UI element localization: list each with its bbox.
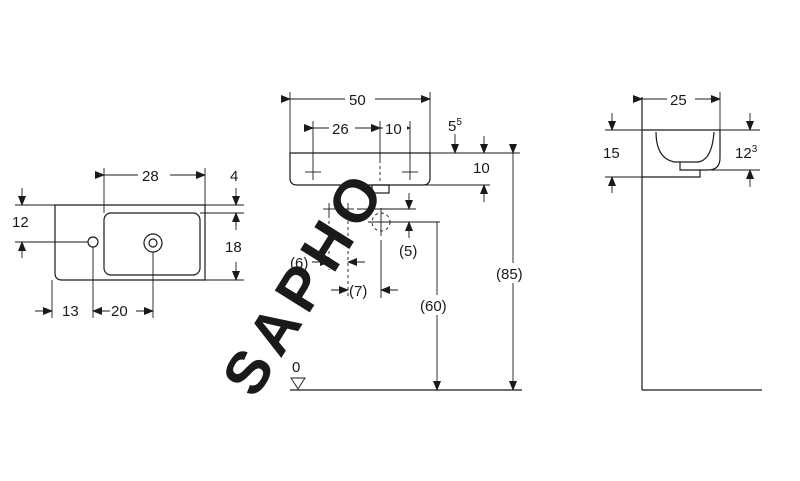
dim-top-right-offset: 4 (230, 168, 238, 185)
dim-top-left-height: 12 (12, 214, 29, 231)
watermark: SAPHO (209, 157, 400, 407)
dim-front-waste-height: (60) (420, 298, 447, 315)
dim-front-width: 50 (349, 92, 366, 109)
front-view: 50 26 10 55 10 (5) (281, 89, 532, 391)
floor-level-label: 0 (292, 359, 300, 376)
dim-front-centre-offset: 10 (385, 121, 402, 138)
floor-marker (290, 377, 306, 390)
dim-top-hole-spacing: 20 (111, 303, 128, 320)
tap-hole (87, 236, 99, 248)
dim-front-depth: 10 (473, 160, 490, 177)
waste-spigot (679, 162, 700, 171)
dim-front-bracket-b: (7) (349, 283, 367, 300)
drain-hole-inner (148, 238, 158, 248)
bowl-profile (655, 131, 715, 163)
bowl-outline (103, 212, 201, 276)
waste-outlet (371, 184, 390, 194)
dim-front-waste: (5) (399, 243, 417, 260)
drain-hole-outer (143, 233, 163, 253)
top-view: 28 4 18 12 13 20 (12, 165, 244, 320)
dim-side-depth: 25 (670, 92, 687, 109)
dim-top-right-height: 18 (225, 239, 242, 256)
dim-front-rim-height: (85) (496, 266, 523, 283)
side-view: 25 15 123 (603, 89, 762, 391)
dim-side-height: 15 (603, 145, 620, 162)
basin-outline (54, 204, 206, 281)
dim-front-tap-spacing: 26 (332, 121, 349, 138)
dim-top-hole-from-left: 13 (62, 303, 79, 320)
dim-side-overflow: 123 (735, 144, 758, 162)
dim-top-width: 28 (142, 168, 159, 185)
dim-front-bracket-a: (6) (290, 255, 308, 272)
dim-front-top-offset: 55 (448, 117, 462, 135)
